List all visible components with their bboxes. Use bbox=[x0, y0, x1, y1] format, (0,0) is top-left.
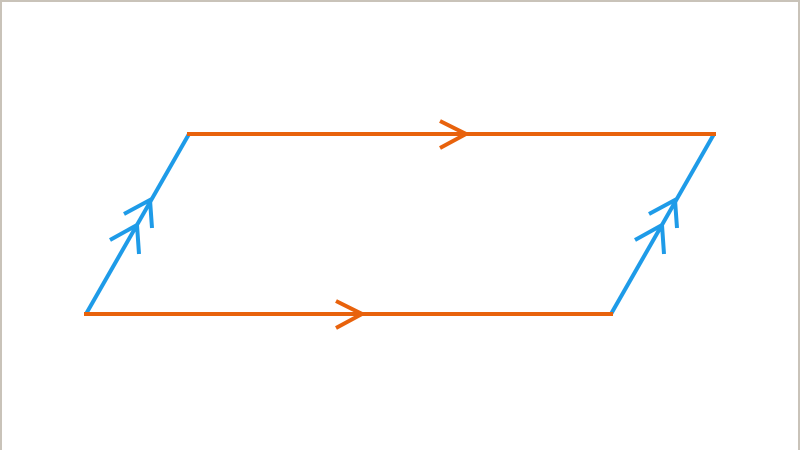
right-arrow-lower-icon bbox=[634, 221, 666, 255]
left-side-double-arrow-icon bbox=[109, 196, 154, 255]
right-side-double-arrow-icon bbox=[634, 196, 679, 255]
left-arrow-lower-icon bbox=[109, 221, 141, 255]
left-arrow-upper-icon bbox=[123, 196, 154, 229]
right-arrow-upper-icon bbox=[648, 196, 679, 229]
top-side-arrow-icon bbox=[439, 119, 471, 150]
bottom-side-arrow-icon bbox=[335, 299, 367, 330]
